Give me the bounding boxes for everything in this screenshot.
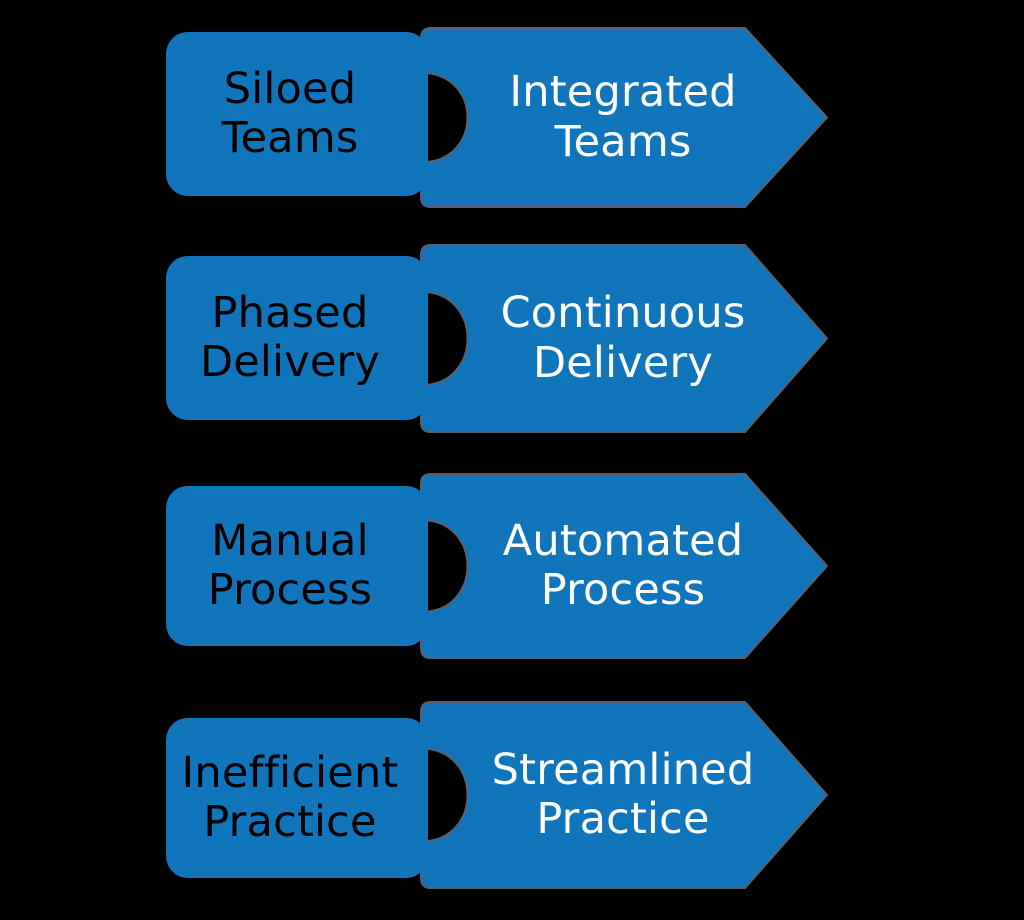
before-state-box[interactable] [166, 486, 428, 646]
after-state-chevron[interactable] [420, 701, 829, 889]
after-state-chevron[interactable] [420, 244, 829, 433]
before-state-box[interactable] [166, 32, 428, 196]
after-state-chevron[interactable] [420, 27, 829, 208]
before-state-box[interactable] [166, 256, 428, 420]
after-state-chevron[interactable] [420, 473, 829, 659]
before-state-box[interactable] [166, 718, 428, 878]
